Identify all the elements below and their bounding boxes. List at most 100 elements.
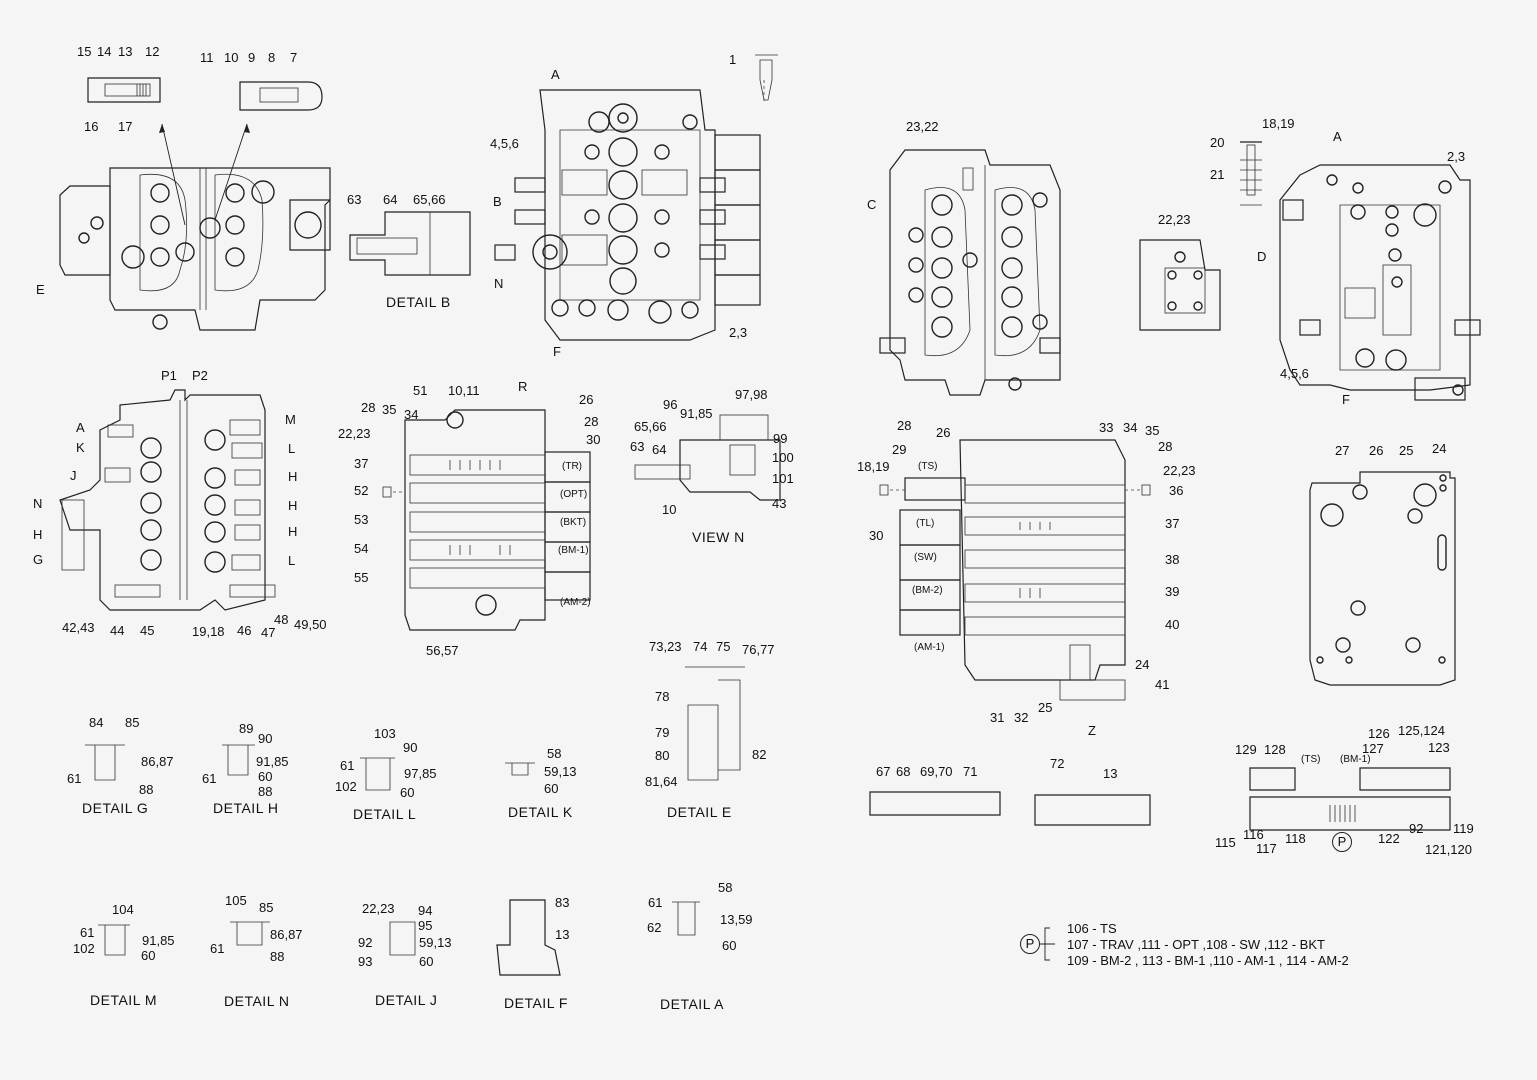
callout: 61 bbox=[648, 895, 663, 910]
legend-bracket bbox=[1040, 927, 1055, 961]
spool-tag: (OPT) bbox=[560, 489, 588, 500]
callout: P2 bbox=[192, 368, 208, 383]
front-view-left-art bbox=[494, 54, 778, 341]
callout: 104 bbox=[112, 902, 134, 917]
callout: 119 bbox=[1453, 821, 1474, 836]
callout: 4,5,6 bbox=[1280, 366, 1309, 381]
callout: G bbox=[33, 552, 44, 567]
detail-caption: DETAIL N bbox=[224, 993, 290, 1009]
callout: 86,87 bbox=[141, 754, 174, 769]
front-view-right-art bbox=[1279, 164, 1481, 401]
plug-art bbox=[1240, 141, 1262, 206]
callout: 35 bbox=[382, 402, 397, 417]
callout: 26 bbox=[936, 425, 951, 440]
callout: 11 bbox=[200, 50, 214, 65]
callout: 97,85 bbox=[404, 766, 437, 781]
callout: 60 bbox=[419, 954, 434, 969]
callout: 42,43 bbox=[62, 620, 95, 635]
callout: 94 bbox=[418, 903, 433, 918]
callout: 34 bbox=[404, 407, 419, 422]
spool-tag: (BM-1) bbox=[558, 545, 589, 556]
callout: 25 bbox=[1399, 443, 1414, 458]
callout: K bbox=[76, 440, 85, 455]
callout: 127 bbox=[1362, 741, 1384, 756]
callout: 43 bbox=[772, 496, 787, 511]
callout: 16 bbox=[84, 119, 99, 134]
callout: 30 bbox=[586, 432, 601, 447]
callout: 13 bbox=[118, 44, 133, 59]
callout: 91,85 bbox=[142, 933, 175, 948]
callout: 125,124 bbox=[1398, 723, 1445, 738]
callout: 62 bbox=[647, 920, 662, 935]
rear-view-right-art bbox=[879, 149, 1061, 396]
callout: 100 bbox=[772, 450, 794, 465]
callout: 8 bbox=[268, 50, 276, 65]
callout: 31 bbox=[990, 710, 1005, 725]
callout: 18,19 bbox=[1262, 116, 1295, 131]
callout: 60 bbox=[544, 781, 559, 796]
callout: 14 bbox=[97, 44, 112, 59]
callout: L bbox=[288, 441, 296, 456]
legend-line: 106 - TS bbox=[1067, 921, 1117, 936]
callout: 75 bbox=[716, 639, 731, 654]
callout: 63 bbox=[630, 439, 645, 454]
callout: H bbox=[33, 527, 43, 542]
detail-caption: DETAIL B bbox=[386, 294, 451, 310]
callout: 60 bbox=[258, 769, 273, 784]
callout: 64 bbox=[383, 192, 398, 207]
callout: 34 bbox=[1123, 420, 1138, 435]
callout: 58 bbox=[718, 880, 733, 895]
callout: 92 bbox=[1409, 821, 1424, 836]
callout: 23,22 bbox=[906, 119, 939, 134]
callout: H bbox=[288, 524, 298, 539]
callout: 79 bbox=[655, 725, 670, 740]
callout: 22,23 bbox=[362, 901, 395, 916]
small-block-art bbox=[1139, 239, 1221, 331]
spool-tag: (TS) bbox=[918, 461, 938, 472]
section-left-art bbox=[382, 409, 591, 631]
callout: 4,5,6 bbox=[490, 136, 519, 151]
callout: 116 bbox=[1243, 827, 1264, 842]
callout: 81,64 bbox=[645, 774, 678, 789]
callout: 59,13 bbox=[419, 935, 452, 950]
detail-caption: DETAIL G bbox=[82, 800, 149, 816]
callout: 28 bbox=[584, 414, 599, 429]
detail-caption: DETAIL H bbox=[213, 800, 279, 816]
callout: 97,98 bbox=[735, 387, 768, 402]
callout: 52 bbox=[354, 483, 369, 498]
callout: R bbox=[518, 379, 528, 394]
callout: 25 bbox=[1038, 700, 1053, 715]
callout: 44 bbox=[110, 623, 125, 638]
callout: 102 bbox=[73, 941, 95, 956]
callout: 69,70 bbox=[920, 764, 953, 779]
callout: 10,11 bbox=[448, 383, 480, 398]
callout: 65,66 bbox=[634, 419, 667, 434]
spool-tag: (TS) bbox=[1301, 754, 1321, 765]
callout: N bbox=[494, 276, 504, 291]
callout: 20 bbox=[1210, 135, 1225, 150]
p-symbol-circle: P bbox=[1332, 832, 1352, 852]
callout: H bbox=[288, 498, 298, 513]
callout: 60 bbox=[400, 785, 415, 800]
callout: 18,19 bbox=[857, 459, 890, 474]
callout: 37 bbox=[1165, 516, 1180, 531]
detail-caption: DETAIL K bbox=[508, 804, 573, 820]
callout: 85 bbox=[259, 900, 274, 915]
callout: 61 bbox=[80, 925, 95, 940]
callout: F bbox=[1342, 392, 1350, 407]
callout: 10 bbox=[662, 502, 677, 517]
callout: 32 bbox=[1014, 710, 1029, 725]
callout: 129 bbox=[1235, 742, 1257, 757]
spool-tag: (AM-1) bbox=[914, 642, 945, 653]
callout: 74 bbox=[693, 639, 708, 654]
callout: 38 bbox=[1165, 552, 1180, 567]
callout: 89 bbox=[239, 721, 254, 736]
callout: 90 bbox=[403, 740, 418, 755]
callout: 26 bbox=[1369, 443, 1384, 458]
detail-caption: DETAIL J bbox=[375, 992, 438, 1008]
callout: 24 bbox=[1432, 441, 1447, 456]
callout: 93 bbox=[358, 954, 373, 969]
callout: 65,66 bbox=[413, 192, 446, 207]
small-details-art bbox=[85, 666, 1451, 976]
callout: 60 bbox=[141, 948, 156, 963]
